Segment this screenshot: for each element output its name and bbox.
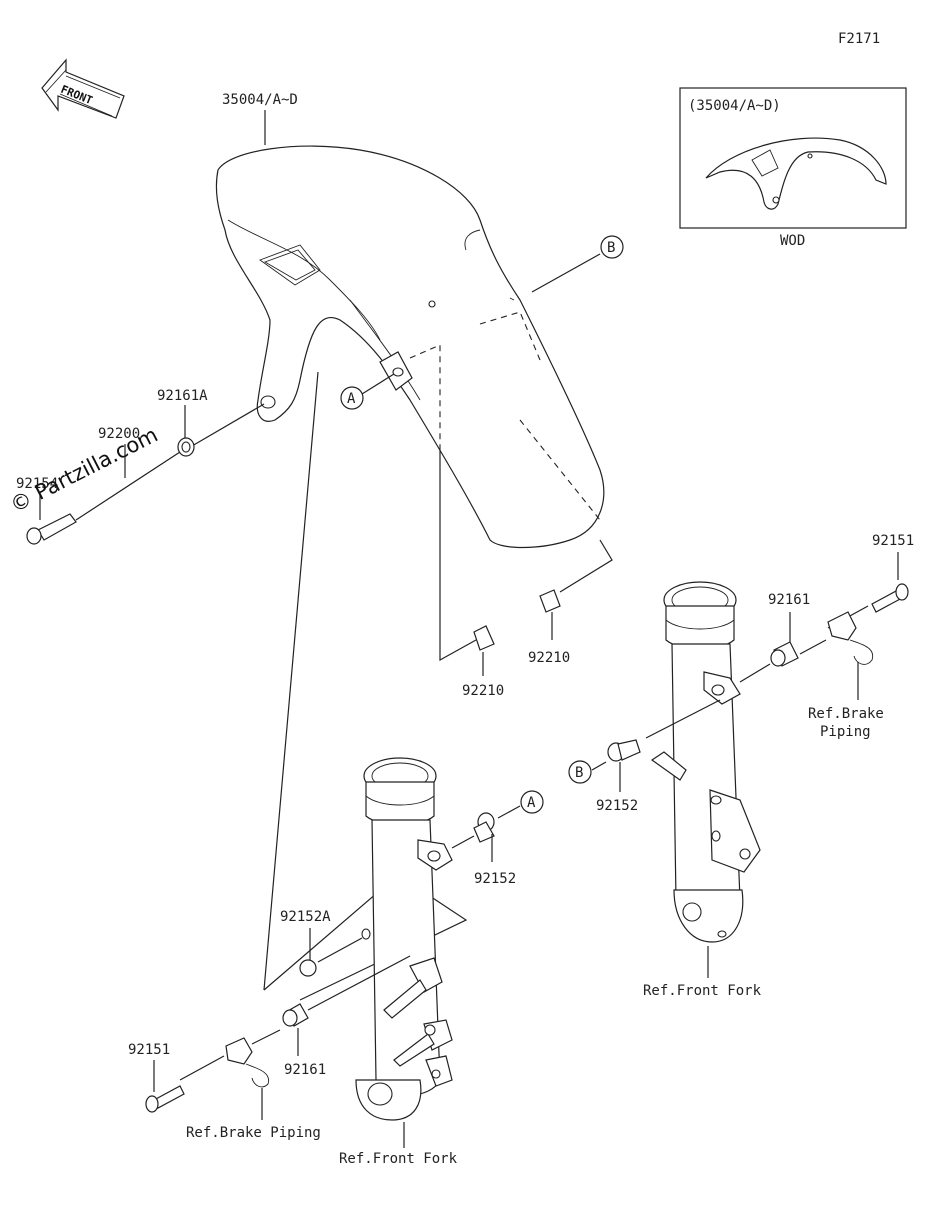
callout-92152-right: 92152 xyxy=(596,798,638,814)
inset-part-label: (35004/A~D) xyxy=(688,98,781,114)
front-fender xyxy=(215,145,605,549)
callout-92152a: 92152A xyxy=(280,909,331,925)
callout-92151-right: 92151 xyxy=(872,533,914,549)
left-front-fork xyxy=(355,757,453,1121)
ref-front-fork-right: Ref.Front Fork xyxy=(643,983,762,999)
callout-92154: 92154 xyxy=(16,476,58,492)
ref-front-fork-left: Ref.Front Fork xyxy=(339,1151,458,1167)
right-front-fork xyxy=(650,581,761,943)
watermark: © Partzilla.com xyxy=(6,422,161,517)
marker-a-bottom-label: A xyxy=(527,795,536,811)
nut-92210-left xyxy=(473,625,495,651)
marker-b-bottom-label: B xyxy=(575,765,583,781)
front-arrow-icon: FRONT xyxy=(41,58,125,119)
callout-92161-left: 92161 xyxy=(284,1062,326,1078)
marker-b-bottom xyxy=(568,760,592,784)
pin-92152-left xyxy=(473,812,495,843)
bolt-92151-left xyxy=(145,1085,185,1113)
marker-b-top-label: B xyxy=(607,240,615,256)
marker-a-top-label: A xyxy=(347,391,356,407)
figure-code: F2171 xyxy=(838,31,880,47)
callout-92210-left: 92210 xyxy=(462,683,504,699)
wod-inset: (35004/A~D) WOD xyxy=(679,87,907,249)
callout-92161a: 92161A xyxy=(157,388,208,404)
bolt-92154 xyxy=(26,513,77,545)
marker-a-top xyxy=(340,386,364,410)
bolt-92151-right xyxy=(871,583,909,613)
callout-92161-right: 92161 xyxy=(768,592,810,608)
nut-92210-right xyxy=(539,589,561,613)
marker-b-top xyxy=(600,235,624,259)
callout-92200: 92200 xyxy=(98,426,140,442)
inset-caption: WOD xyxy=(780,233,805,249)
brake-clamp-right xyxy=(827,611,874,665)
ref-brake-piping-right-2: Piping xyxy=(820,724,871,740)
collar-92161-left xyxy=(282,1003,309,1027)
ref-brake-piping-left: Ref.Brake Piping xyxy=(186,1125,321,1141)
marker-a-bottom xyxy=(520,790,544,814)
ref-brake-piping-right-1: Ref.Brake xyxy=(808,706,884,722)
callout-92210-right: 92210 xyxy=(528,650,570,666)
pin-92152a xyxy=(299,959,317,977)
callout-35004: 35004/A~D xyxy=(222,92,298,108)
collar-92161-right xyxy=(770,641,799,667)
callout-92151-left: 92151 xyxy=(128,1042,170,1058)
brake-clamp-left xyxy=(225,1037,270,1088)
pin-92152-right xyxy=(607,739,641,762)
callout-92152-left: 92152 xyxy=(474,871,516,887)
collar-92161a xyxy=(177,437,195,457)
